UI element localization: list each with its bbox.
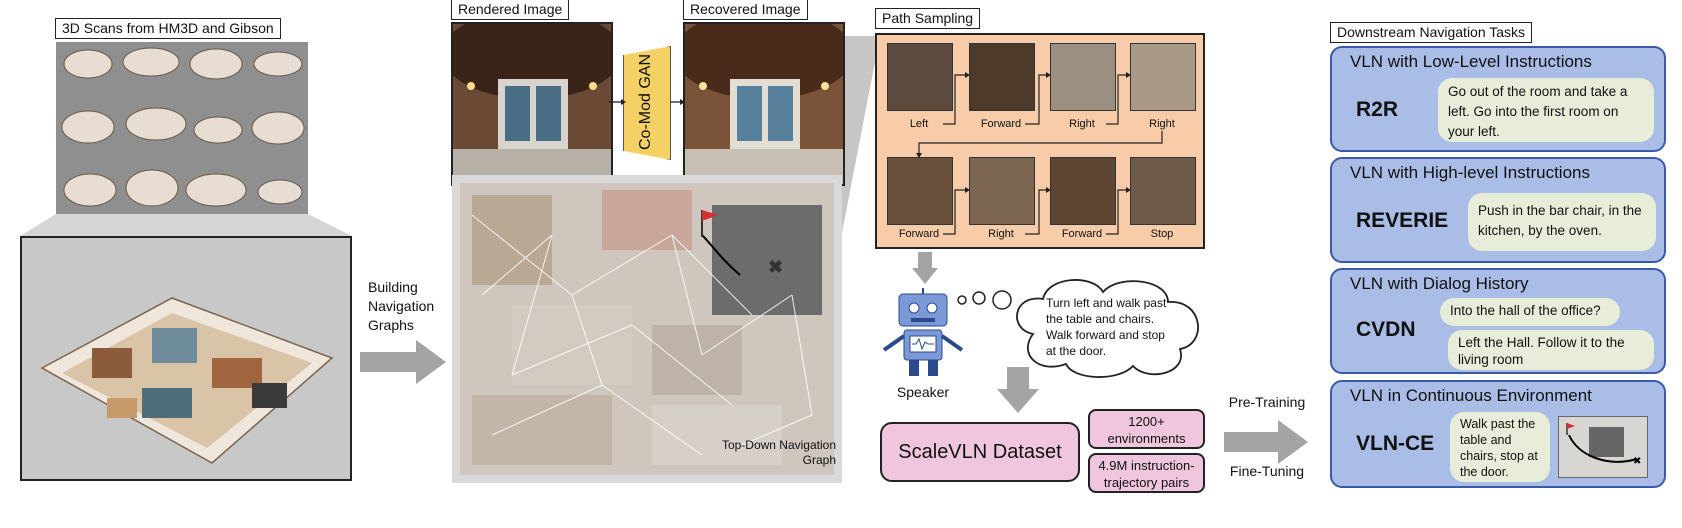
path-sampling-label: Path Sampling xyxy=(875,8,981,29)
vlnce-map-path: ✖ xyxy=(1566,423,1641,467)
task-vlnce-name: VLN-CE xyxy=(1356,432,1435,455)
rendered-label: Rendered Image xyxy=(451,0,570,20)
finetuning-label: Fine-Tuning xyxy=(1229,463,1305,479)
task-r2r-instruction: Go out of the room and take a left. Go i… xyxy=(1438,78,1654,142)
task-cvdn-answer: Left the Hall. Follow it to the living r… xyxy=(1448,330,1654,370)
task-vlnce-instruction: Walk past the table and chairs, stop at … xyxy=(1450,412,1550,482)
task-reverie-name: REVERIE xyxy=(1356,209,1449,232)
path-caption-2: Forward xyxy=(980,118,1022,130)
task-cvdn-title: VLN with Dialog History xyxy=(1350,274,1529,293)
down-arrow-icon xyxy=(912,252,938,284)
task-r2r: VLN with Low-Level Instructions R2R Go o… xyxy=(1330,46,1666,152)
task-vlnce-map: ✖ xyxy=(1558,416,1648,478)
task-r2r-name: R2R xyxy=(1356,98,1399,121)
path-thumb-5 xyxy=(887,157,953,225)
recovered-image xyxy=(683,22,845,186)
path-thumb-6 xyxy=(969,157,1035,225)
thought-cloud xyxy=(1016,279,1199,378)
path-arrows xyxy=(916,72,1163,235)
path-caption-8: Stop xyxy=(1150,228,1174,240)
task-cvdn-name: CVDN xyxy=(1356,318,1416,341)
rendered-image xyxy=(451,22,613,186)
house-scan-model xyxy=(40,297,334,464)
gan-arrows xyxy=(609,99,685,105)
dataset-box: ScaleVLN Dataset xyxy=(880,422,1080,482)
task-reverie: VLN with High-level Instructions REVERIE… xyxy=(1330,157,1666,263)
path-thumb-3 xyxy=(1050,43,1116,111)
task-reverie-instruction: Push in the bar chair, in the kitchen, b… xyxy=(1468,193,1656,251)
path-caption-3: Right xyxy=(1069,118,1095,130)
robot-icon xyxy=(882,288,964,376)
scan-grid xyxy=(56,42,308,214)
path-thumb-8 xyxy=(1130,157,1196,225)
pretraining-label: Pre-Training xyxy=(1228,394,1306,410)
thought-dots xyxy=(957,290,1012,310)
path-thumb-7 xyxy=(1050,157,1116,225)
building-graphs-label: Building Navigation Graphs xyxy=(368,279,435,333)
recovered-image-content xyxy=(685,24,843,184)
dataset-stat-environments: 1200+ environments xyxy=(1088,409,1205,449)
path-caption-1: Left xyxy=(909,118,929,130)
path-caption-6: Right xyxy=(988,228,1014,240)
task-vlnce: VLN in Continuous Environment VLN-CE Wal… xyxy=(1330,380,1666,488)
dataset-stat-pairs: 4.9M instruction-trajectory pairs xyxy=(1088,453,1205,493)
path-thumb-1 xyxy=(887,43,953,111)
svg-text:✖: ✖ xyxy=(768,257,783,277)
arrow-right-icon xyxy=(360,340,446,384)
speaker-label: Speaker xyxy=(896,384,950,400)
task-reverie-title: VLN with High-level Instructions xyxy=(1350,163,1590,182)
thought-text: Turn left and walk past the table and ch… xyxy=(1046,296,1167,358)
path-sampling-panel: Left Forward Right Right Forward Right F… xyxy=(875,33,1205,249)
navigation-graph: ✖ xyxy=(460,183,834,475)
scan-grid-thumbnails xyxy=(61,47,305,207)
task-cvdn: VLN with Dialog History CVDN Into the ha… xyxy=(1330,268,1666,374)
rendered-image-content xyxy=(453,24,611,184)
path-caption-5: Forward xyxy=(898,228,940,240)
down-arrow-big-icon xyxy=(997,367,1039,413)
downstream-label: Downstream Navigation Tasks xyxy=(1330,22,1533,43)
topdown-map: ✖ xyxy=(452,175,842,483)
training-arrow-icon xyxy=(1224,420,1308,464)
path-caption-4: Right xyxy=(1149,118,1175,130)
task-cvdn-question: Into the hall of the office? xyxy=(1440,298,1620,326)
recovered-label: Recovered Image xyxy=(683,0,808,20)
topdown-label: Top-Down Navigation Graph xyxy=(721,438,836,467)
svg-text:✖: ✖ xyxy=(1633,456,1641,467)
task-r2r-title: VLN with Low-Level Instructions xyxy=(1350,52,1592,71)
path-thumb-4 xyxy=(1130,43,1196,111)
house-scan-large xyxy=(20,236,352,481)
scans-label: 3D Scans from HM3D and Gibson xyxy=(55,18,281,39)
dataset-title: ScaleVLN Dataset xyxy=(898,441,1062,463)
task-vlnce-title: VLN in Continuous Environment xyxy=(1350,386,1592,405)
path-caption-7: Forward xyxy=(1061,228,1103,240)
path-thumb-2 xyxy=(969,43,1035,111)
